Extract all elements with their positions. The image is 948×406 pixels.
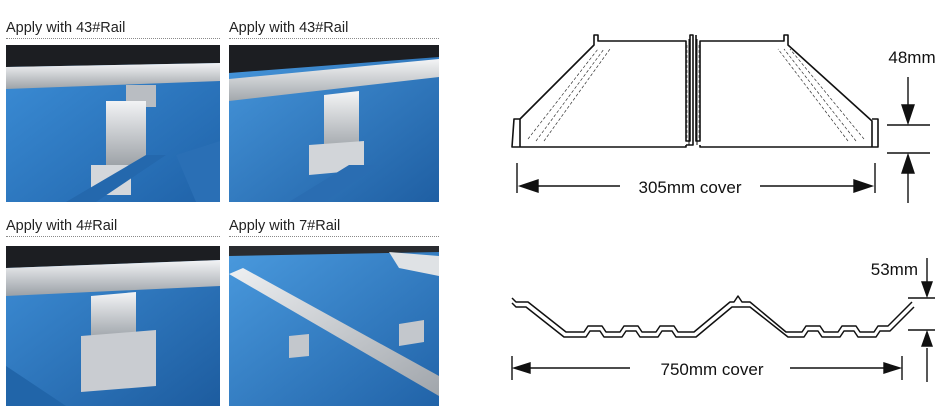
photo-clamp-7rail (229, 246, 439, 406)
caption-photo-3: Apply with 4#Rail (6, 217, 220, 237)
caption-photo-2: Apply with 43#Rail (229, 19, 439, 39)
bottom-cover-label: 750mm cover (661, 360, 764, 379)
photo-clamp-4rail (6, 246, 220, 406)
photo-clamp-43rail-1 (6, 45, 220, 202)
standing-seam-profile-diagram: 305mm cover 48mm (511, 34, 935, 203)
caption-photo-4: Apply with 7#Rail (229, 217, 439, 237)
top-cover-label: 305mm cover (639, 178, 742, 197)
bottom-height-label: 53mm (871, 260, 918, 279)
photo-clamp-43rail-2 (229, 45, 439, 202)
top-height-label: 48mm (888, 48, 935, 67)
caption-photo-1: Apply with 43#Rail (6, 19, 220, 39)
trapezoidal-profile-diagram: 750mm cover 53mm (511, 258, 935, 382)
